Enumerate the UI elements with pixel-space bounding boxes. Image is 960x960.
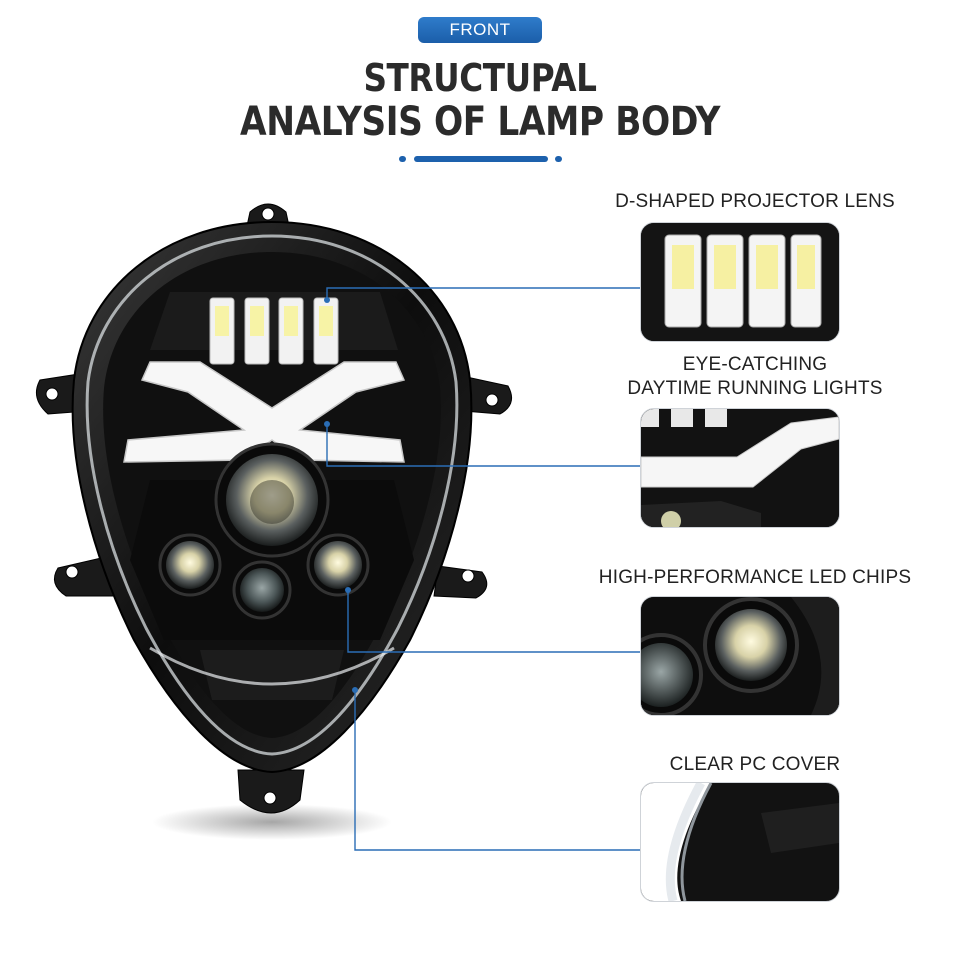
drop-shadow [152,804,392,840]
bottom-chin [200,650,344,700]
title-underline-dot-left [399,156,406,162]
detail-thumb-drl [640,408,840,528]
main-projector-lens [226,454,318,546]
headlight-lamp-body [35,203,513,840]
title-underline-bar [414,156,548,162]
detail-thumb-led-chips [640,596,840,716]
right-led-lens [314,541,362,589]
center-led-lens [240,568,284,612]
page-title-line2: ANALYSIS OF LAMP BODY [240,99,720,145]
feature-label-led-chips: HIGH-PERFORMANCE LED CHIPS [598,567,912,588]
feature-label-projector-lens: D-SHAPED PROJECTOR LENS [615,191,895,212]
projector-lens-bars [209,297,339,365]
left-led-lens [166,541,214,589]
detail-thumb-clear-cover [640,782,840,902]
feature-label-clear-cover: CLEAR PC COVER [669,754,841,775]
front-badge: FRONT [418,17,542,43]
top-led-panel [150,292,398,350]
clear-cover-rim [85,234,459,756]
feature-label-drl-line1: EYE-CATCHING [682,354,828,375]
page-title-line1: STRUCTUPAL [363,56,597,100]
detail-thumb-projector-lens [640,222,840,342]
lens-cluster-panel [130,480,414,640]
title-underline-dot-right [555,156,562,162]
feature-label-drl-line2: DAYTIME RUNNING LIGHTS [627,378,883,399]
